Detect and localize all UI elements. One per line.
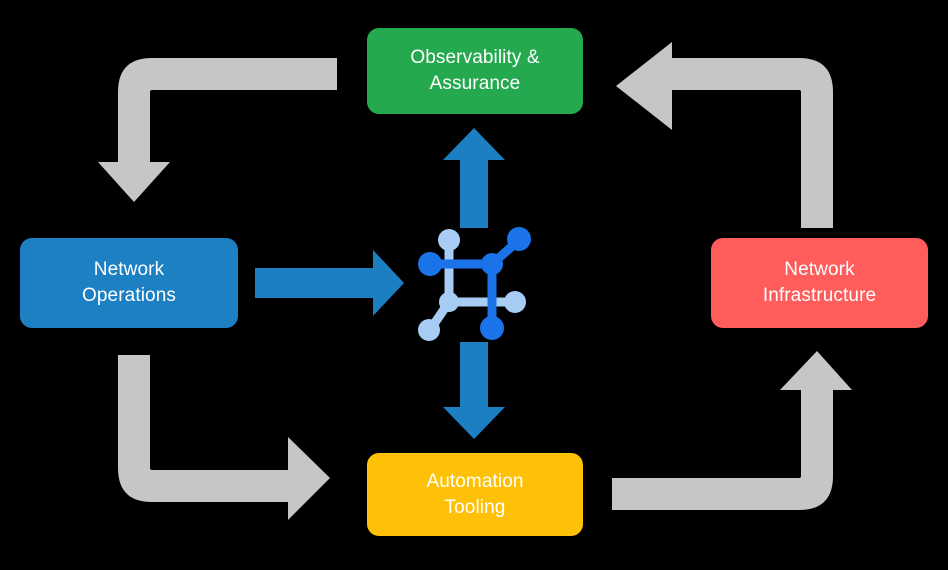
blue-arrow-netops-to-center <box>255 250 404 316</box>
network-topology-icon <box>418 222 540 344</box>
gray-arrow-netinfra-to-observability <box>616 42 833 228</box>
node-box-observability[interactable]: Observability & Assurance <box>367 28 583 114</box>
node-box-automation-tooling[interactable]: Automation Tooling <box>367 453 583 536</box>
topology-dark-nodes <box>418 227 531 340</box>
blue-arrow-center-to-automation <box>443 342 505 439</box>
gray-arrow-netops-to-automation <box>118 355 330 520</box>
gray-arrow-observability-to-netops <box>98 58 337 202</box>
gray-arrow-automation-to-netinfra <box>612 351 852 510</box>
node-box-network-infrastructure[interactable]: Network Infrastructure <box>711 238 928 328</box>
topology-light-nodes <box>418 229 526 341</box>
node-box-network-operations[interactable]: Network Operations <box>20 238 238 328</box>
blue-arrow-center-to-observability <box>443 128 505 228</box>
